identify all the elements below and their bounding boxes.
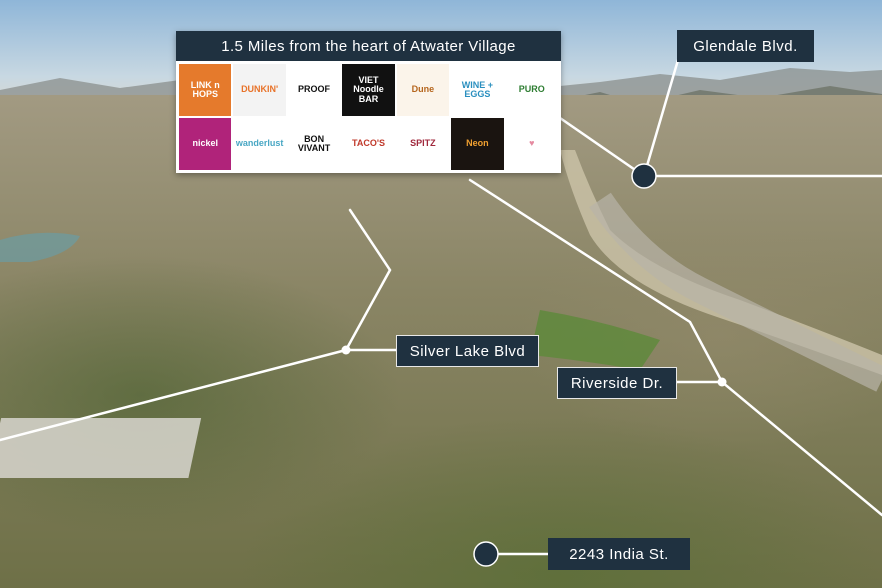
hi-fi-puro-logo: PURO [505, 64, 558, 116]
park [530, 310, 660, 370]
glendale-blvd-label: Glendale Blvd. [677, 30, 814, 62]
dunkin-logo: DUNKIN' [233, 64, 286, 116]
silver-lake-dot [341, 345, 351, 355]
wine-and-eggs-logo: WINE + EGGS [451, 64, 504, 116]
glendale-connector [642, 58, 680, 178]
freeway [589, 192, 882, 392]
nearby-businesses-panel: 1.5 Miles from the heart of Atwater Vill… [176, 31, 561, 173]
glendale-marker [631, 163, 657, 189]
commercial-building [0, 418, 202, 478]
property-marker [473, 541, 499, 567]
dune-logo: Dune [396, 64, 450, 116]
property-address-label: 2243 India St. [548, 538, 690, 570]
nickel-logo: nickel [179, 118, 232, 170]
viet-noodle-bar-logo: VIET Noodle BAR [342, 64, 395, 116]
spitz-logo: SPITZ [396, 118, 450, 170]
reservoir [0, 232, 80, 262]
link-n-hops-logo: LINK n HOPS [179, 64, 232, 116]
tacos-villa-corona-logo: TACO'S [342, 118, 395, 170]
panel-title: 1.5 Miles from the heart of Atwater Vill… [176, 31, 561, 61]
wanderlust-logo: wanderlust [233, 118, 286, 170]
silver-lake-blvd-label: Silver Lake Blvd [396, 335, 539, 367]
glendale-line-a [558, 116, 646, 178]
riverside-dr-label: Riverside Dr. [557, 367, 677, 399]
silver-lake-line [0, 208, 392, 442]
riverside-dot [717, 377, 727, 387]
heart-logo: ♥ [505, 118, 558, 170]
proof-bakery-logo: PROOF [287, 64, 341, 116]
riverside-line [468, 178, 882, 517]
neon-sign-logo: Neon [451, 118, 504, 170]
bon-vivant-logo: BON VIVANT [287, 118, 341, 170]
